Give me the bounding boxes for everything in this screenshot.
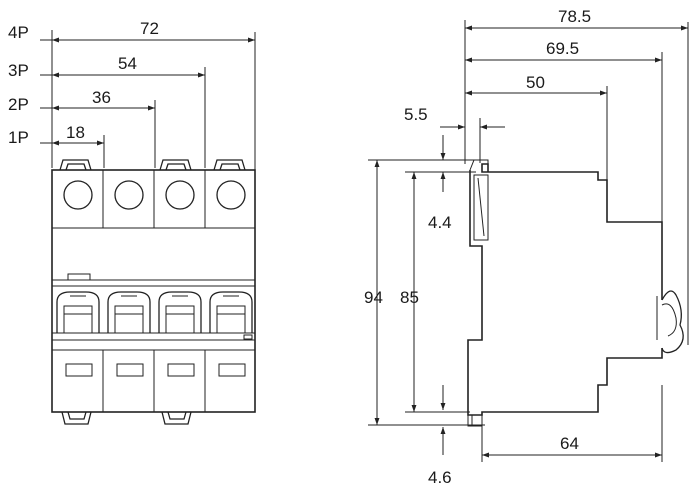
indicator-windows [65,363,246,377]
dim-18-label: 18 [66,123,85,142]
terminal-screws [63,180,246,210]
dim-54-label: 54 [118,54,137,73]
width-dimension-54: 54 [40,54,206,168]
side-view: 78.5 69.5 50 5.5 4.4 [364,7,689,487]
breaker-side-profile [467,159,684,427]
front-view: 4P 3P 2P 1P 72 54 36 18 [8,19,256,425]
dim-78-5-label: 78.5 [558,7,591,26]
dim-69-5-label: 69.5 [546,39,579,58]
depth-dimension-64: 64 [481,385,663,462]
dim-36-label: 36 [92,88,111,107]
top-offset-dimension: 4.4 [428,135,452,232]
depth-dimension-78-5: 78.5 [465,7,688,31]
dim-4-4-label: 4.4 [428,213,452,232]
width-dimension-18: 18 [40,123,105,168]
dim-94-label: 94 [364,288,383,307]
height-dimension-85: 85 [400,172,419,412]
dim-72-label: 72 [140,19,159,38]
dim-4-6-label: 4.6 [428,468,452,487]
height-dimension-94: 94 [364,160,383,425]
dim-5-5-label: 5.5 [404,105,428,124]
dim-85-label: 85 [400,288,419,307]
top-clips [59,159,246,171]
width-dimension-36: 36 [40,88,156,168]
depth-dimension-69-5: 69.5 [465,39,662,63]
pole-label-2p: 2P [8,95,29,114]
pole-label-1p: 1P [8,128,29,147]
depth-dimension-50: 50 [465,73,607,96]
dim-64-label: 64 [560,434,579,453]
bottom-offset-dimension: 4.6 [428,385,452,487]
pole-label-3p: 3P [8,61,29,80]
rail-offset-dimension: 5.5 [404,105,505,163]
pole-label-4p: 4P [8,23,29,42]
dim-50-label: 50 [526,73,545,92]
width-dimension-72: 72 [40,19,256,170]
toggle-handles [56,291,253,333]
bottom-clips [61,411,192,425]
